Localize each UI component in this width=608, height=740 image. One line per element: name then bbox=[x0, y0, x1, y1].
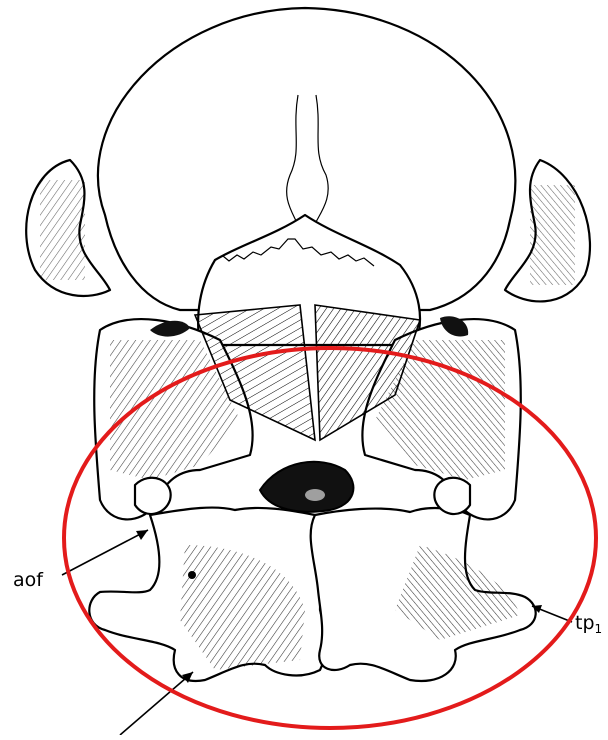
left-condyle bbox=[135, 478, 171, 514]
foramen-magnum bbox=[260, 462, 353, 512]
label-tp1-subscript: 1 bbox=[595, 622, 603, 636]
label-aof: aof bbox=[13, 571, 43, 590]
label-tp1: tp1 bbox=[575, 614, 602, 635]
aof-pointer-line bbox=[62, 530, 148, 575]
right-condyle bbox=[434, 478, 470, 514]
label-tp1-main: tp bbox=[575, 612, 595, 634]
